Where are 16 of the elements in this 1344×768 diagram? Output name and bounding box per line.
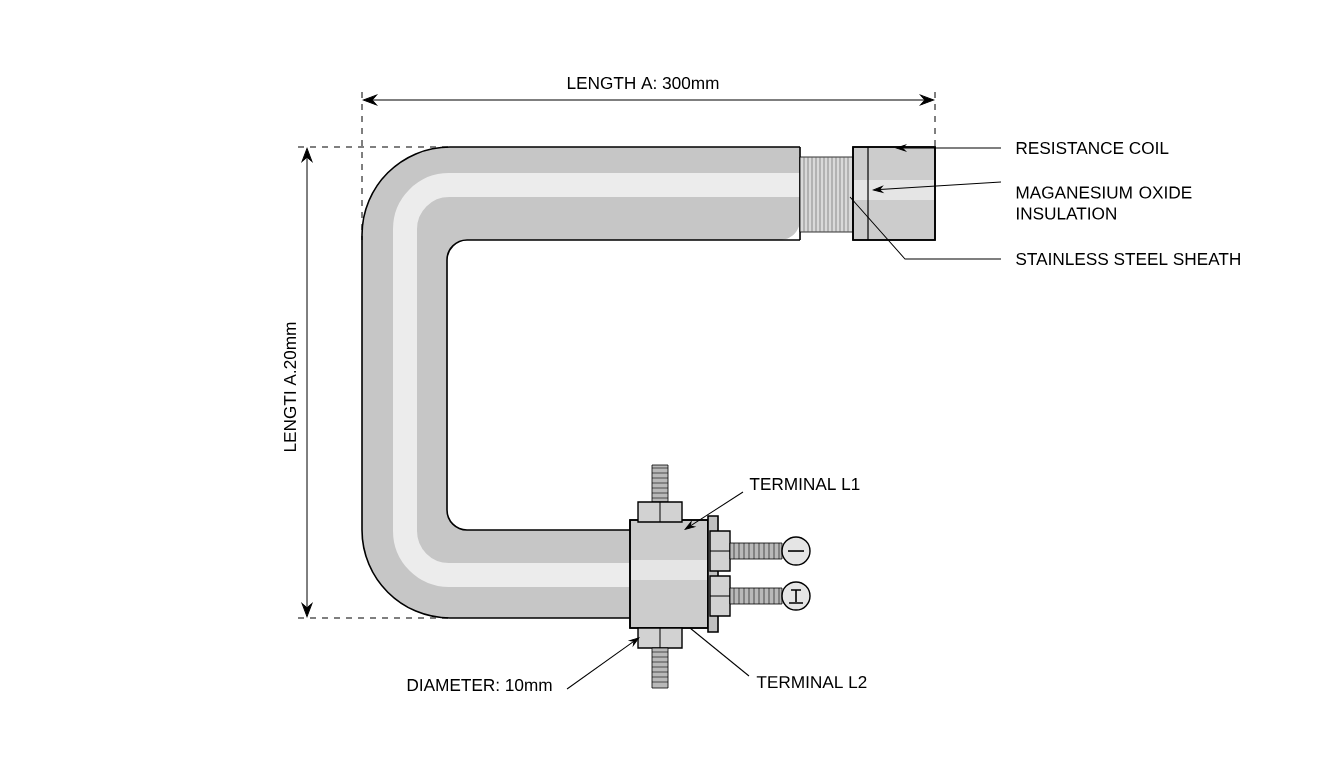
leader-line: [689, 627, 750, 677]
callout-label: TERMINAL L1: [749, 478, 860, 490]
end-cap-drawing: [852, 146, 936, 241]
callout-label: STAINLESS STEEL SHEATH: [1016, 252, 1240, 266]
dimension-label: LENGTH A: 300mm: [567, 76, 719, 90]
callout-label: TERMINAL L2: [756, 676, 867, 688]
leader-line: [684, 491, 744, 530]
leader-line: [873, 181, 1002, 193]
coil-thread-drawing: [799, 156, 854, 233]
leader-line: [566, 637, 640, 690]
callout-label: DIAMETER: 10mm: [407, 678, 552, 692]
leader-line: [896, 144, 1002, 152]
dimension-label: LENGTI A.20mm: [283, 322, 297, 452]
callout-label: RESISTANCE COIL: [1016, 141, 1169, 155]
callout-label: MAGANESIUM OXIDE INSULATION: [1016, 186, 1192, 220]
leader-line: [849, 196, 1002, 260]
